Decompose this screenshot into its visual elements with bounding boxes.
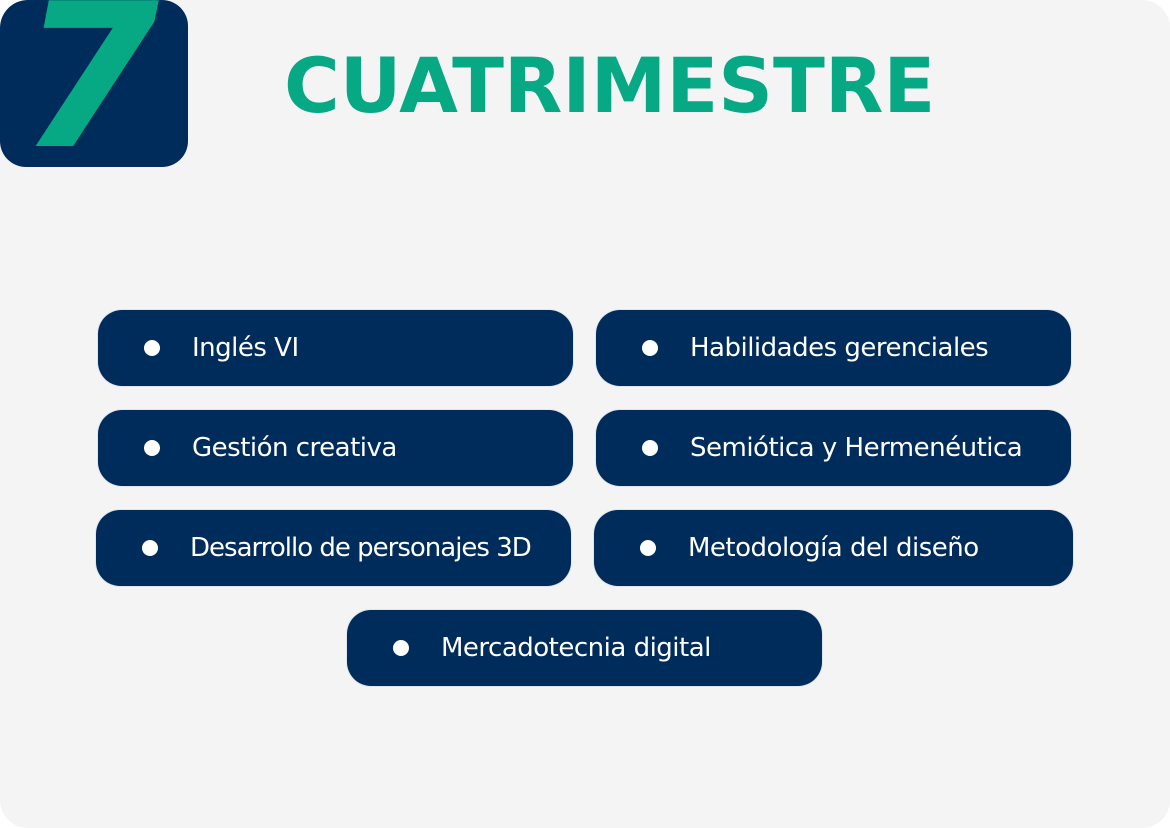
bullet-icon xyxy=(142,540,158,556)
subject-label: Inglés VI xyxy=(192,333,299,363)
page-title: CUATRIMESTRE xyxy=(284,41,936,130)
subject-label: Mercadotecnia digital xyxy=(441,633,711,663)
subject-pill: Mercadotecnia digital xyxy=(347,610,822,686)
semester-number: 7 xyxy=(20,0,160,167)
subject-label: Desarrollo de personajes 3D xyxy=(190,533,532,563)
subject-pill: Semiótica y Hermenéutica xyxy=(596,410,1071,486)
subject-label: Habilidades gerenciales xyxy=(690,333,989,363)
subject-label: Semiótica y Hermenéutica xyxy=(690,433,1023,463)
subject-pill: Inglés VI xyxy=(98,310,573,386)
subject-pill: Habilidades gerenciales xyxy=(596,310,1071,386)
bullet-icon xyxy=(642,440,658,456)
subject-pill: Gestión creativa xyxy=(98,410,573,486)
bullet-icon xyxy=(144,440,160,456)
bullet-icon xyxy=(640,540,656,556)
bullet-icon xyxy=(144,340,160,356)
subject-pill: Desarrollo de personajes 3D xyxy=(96,510,571,586)
bullet-icon xyxy=(393,640,409,656)
semester-number-badge: 7 xyxy=(0,0,188,167)
subject-pill: Metodología del diseño xyxy=(594,510,1073,586)
subject-label: Metodología del diseño xyxy=(688,533,979,563)
subject-label: Gestión creativa xyxy=(192,433,397,463)
bullet-icon xyxy=(642,340,658,356)
